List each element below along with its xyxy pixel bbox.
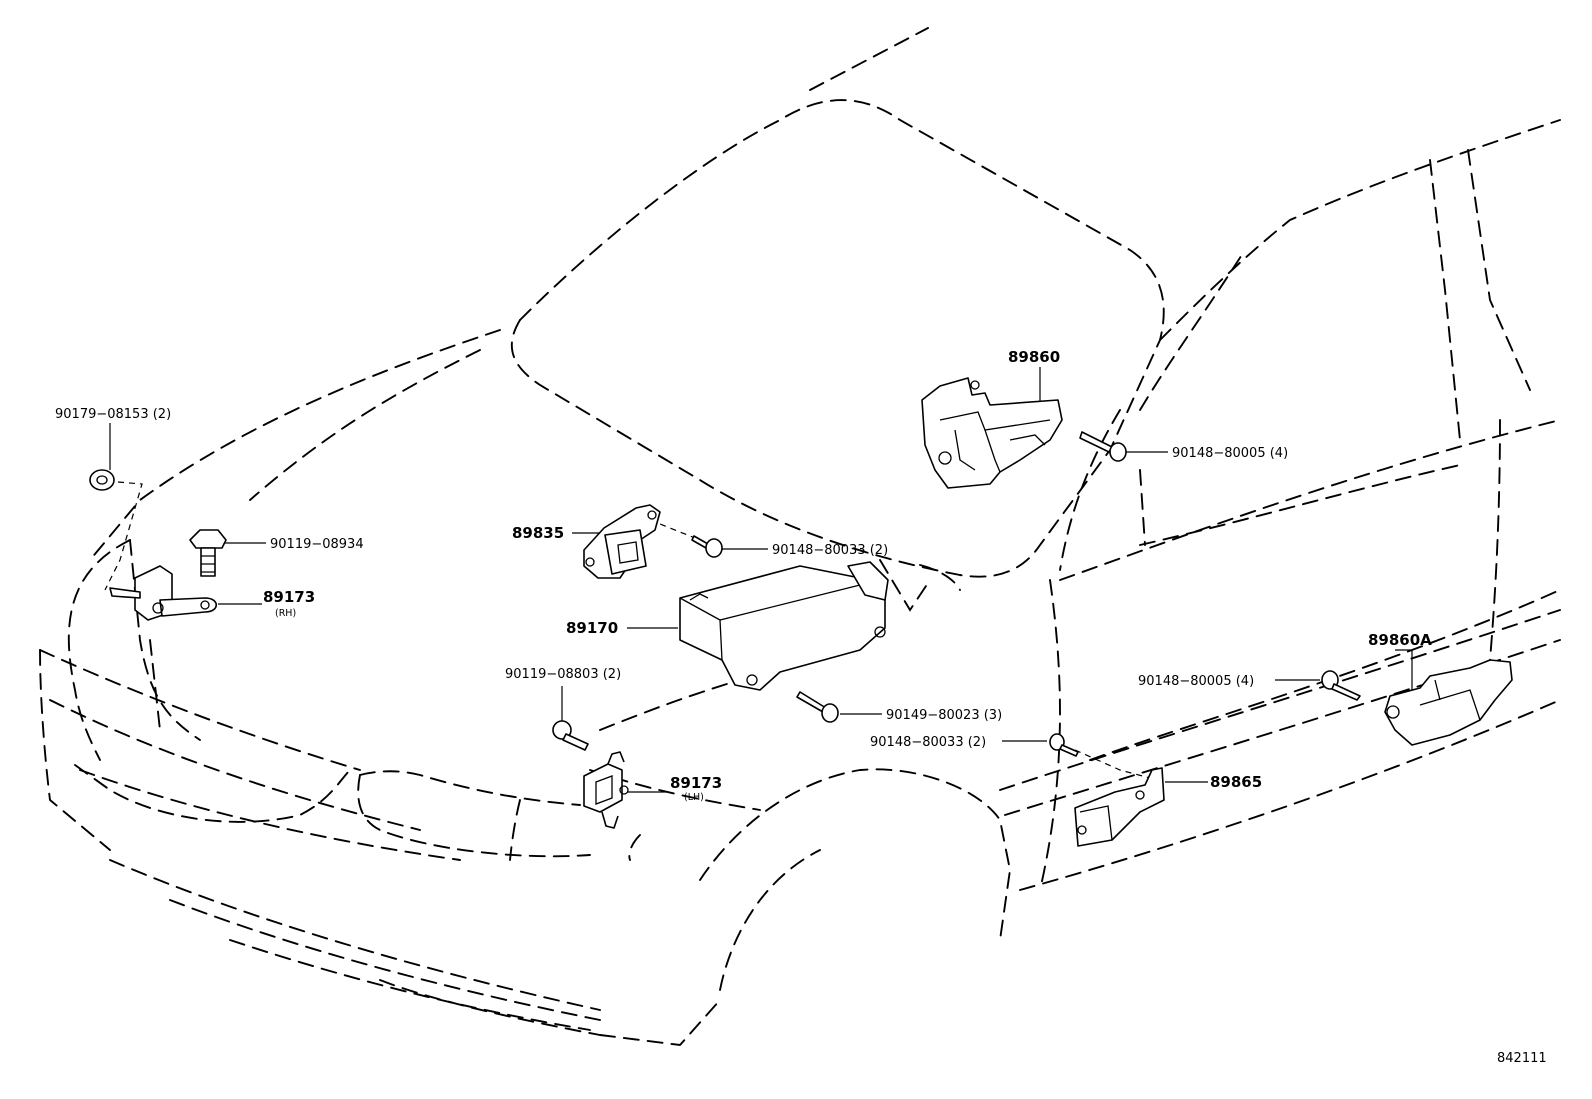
bolt-90119-08934-icon — [189, 529, 227, 577]
car-body-outline — [39, 27, 1561, 1047]
label-89860: 89860 — [1008, 348, 1060, 366]
label-89173-lh: 89173 — [670, 774, 722, 792]
label-90119-08803: 90119−08803 (2) — [505, 667, 621, 682]
sensor-89173-rh-icon — [109, 565, 218, 621]
label-90148-80005-lower: 90148−80005 (4) — [1138, 674, 1254, 689]
sensor-89835-icon — [583, 504, 661, 579]
label-90149-80023: 90149−80023 (3) — [886, 708, 1002, 723]
label-89860a: 89860A — [1368, 631, 1432, 649]
label-rh: (RH) — [275, 608, 296, 619]
label-90148-80033-upper: 90148−80033 (2) — [772, 543, 888, 558]
bolt-90148-80005-upper-icon — [1079, 431, 1127, 462]
label-89173-rh: 89173 — [263, 588, 315, 606]
label-90148-80005-upper: 90148−80005 (4) — [1172, 446, 1288, 461]
part-labels: 90179−08153 (2) 90119−08934 89173 (RH) 8… — [55, 348, 1547, 1066]
nut-90179-icon — [89, 469, 115, 491]
bracket-89860-icon — [921, 377, 1063, 489]
label-90119-08934: 90119−08934 — [270, 537, 364, 552]
label-90179-08153: 90179−08153 (2) — [55, 407, 171, 422]
bracket-89860a-icon — [1384, 659, 1513, 746]
label-89835: 89835 — [512, 524, 564, 542]
airbag-ecu-89170-icon — [679, 561, 889, 691]
bolt-90119-08803-icon — [552, 720, 589, 751]
leader-lines — [104, 367, 1413, 793]
bolt-90148-80005-lower-icon — [1321, 670, 1361, 701]
bolt-90149-80023-icon — [796, 691, 839, 723]
label-90148-80033-lower: 90148−80033 (2) — [870, 735, 986, 750]
bolt-90148-80033-lower-icon — [1049, 733, 1079, 757]
label-89865: 89865 — [1210, 773, 1262, 791]
label-lh: (LH) — [684, 792, 704, 803]
sensor-89865-icon — [1074, 767, 1165, 847]
diagram-code: 842111 — [1497, 1051, 1547, 1066]
sensor-89173-lh-icon — [583, 751, 629, 829]
bolt-90148-80033-upper-icon — [691, 535, 723, 558]
label-89170: 89170 — [566, 619, 618, 637]
